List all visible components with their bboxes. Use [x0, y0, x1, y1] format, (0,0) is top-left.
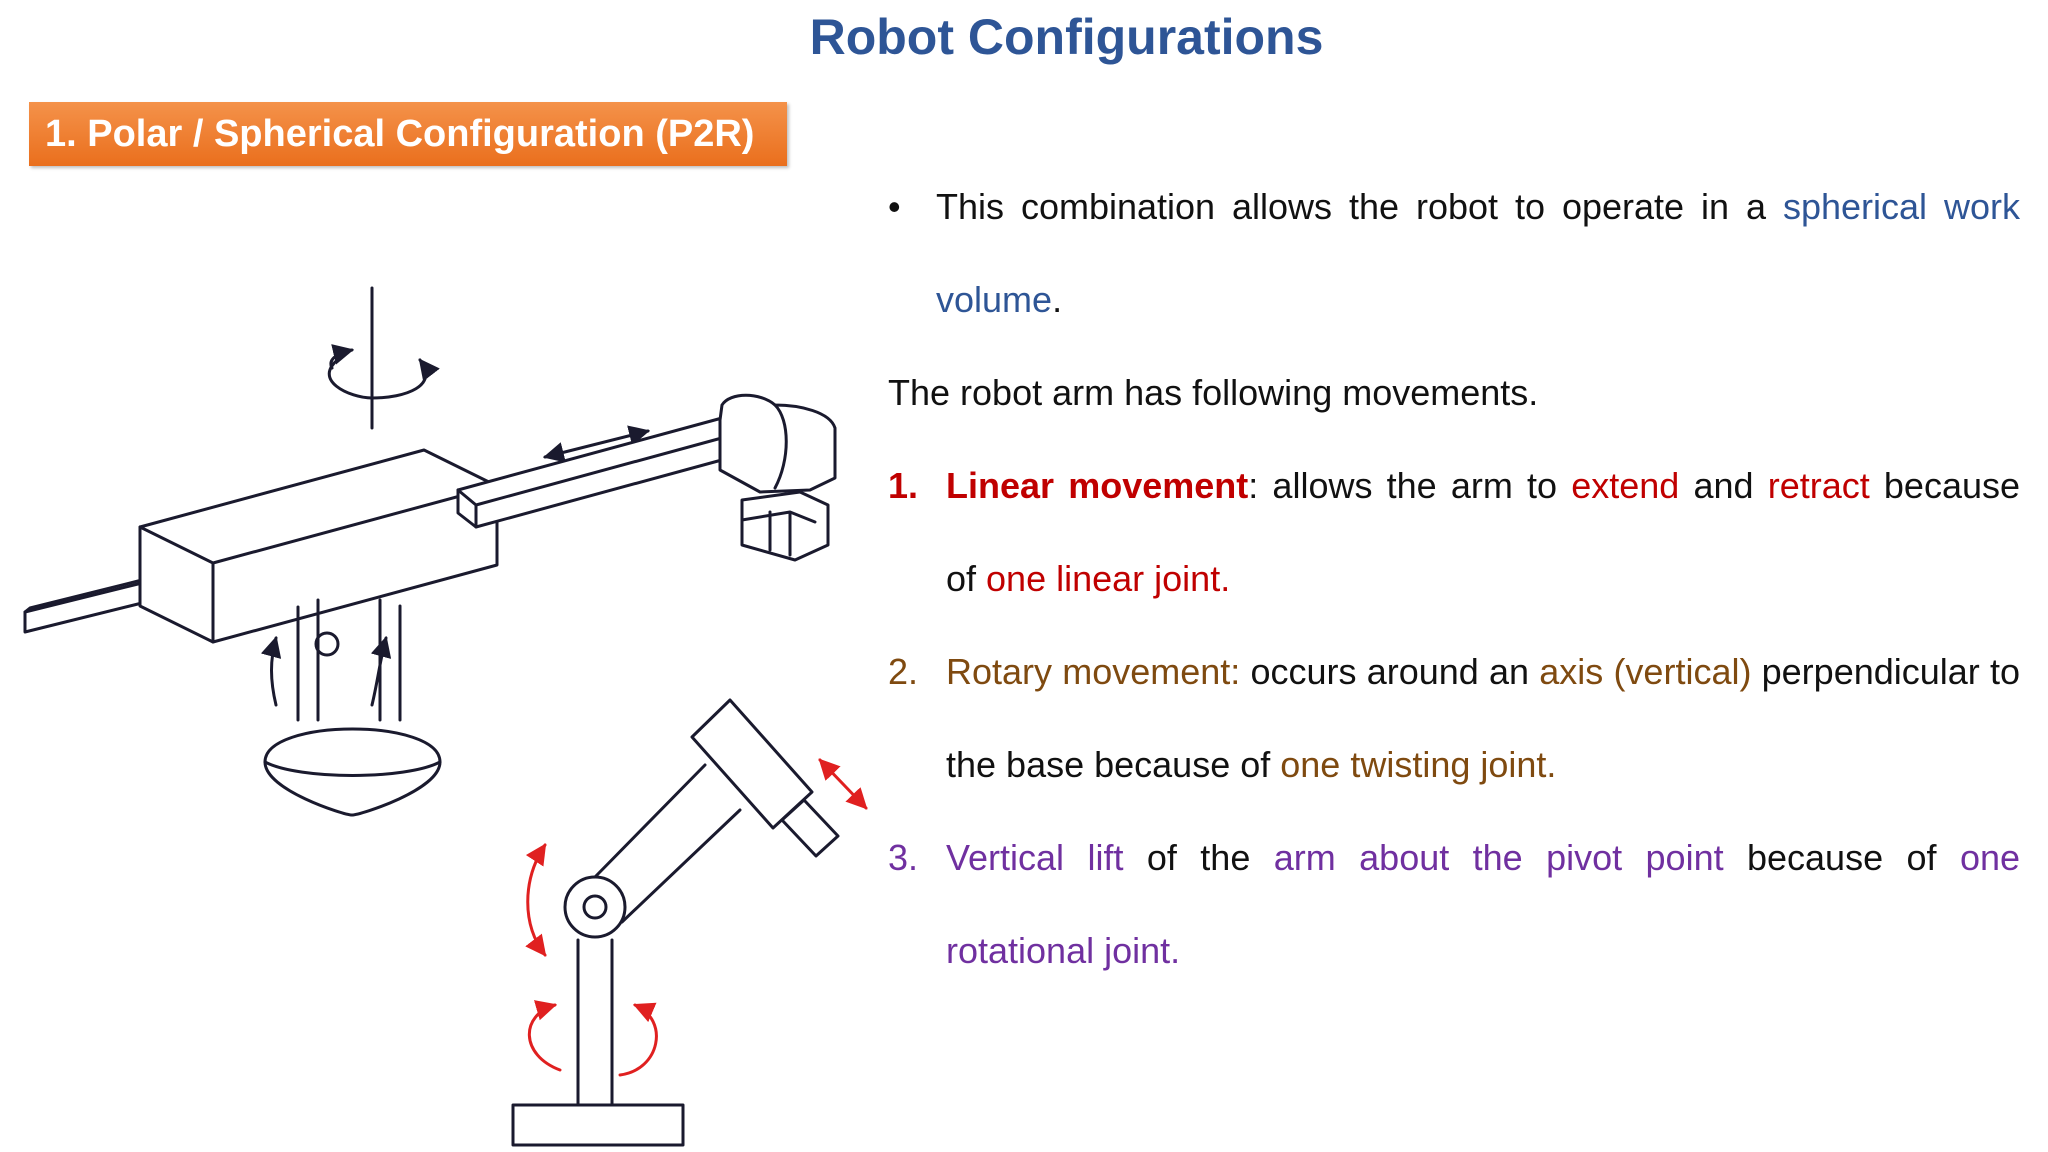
spherical-highlight: spherical work volume — [936, 186, 2020, 320]
section-banner-label: 1. Polar / Spherical Configuration (P2R) — [45, 112, 755, 155]
linear-term: Linear movement — [946, 465, 1249, 506]
content-panel: • This combination allows the robot to o… — [888, 160, 2020, 997]
list-item-vertical: 3. Vertical lift of the arm about the pi… — [888, 811, 2020, 997]
bullet-paragraph: • This combination allows the robot to o… — [888, 160, 2020, 346]
polar-robot-illustration — [23, 286, 837, 817]
extension-arrow-icon — [818, 758, 868, 810]
rotation-arrow-icon — [327, 356, 440, 400]
base-plate — [511, 1103, 685, 1147]
list-number: 2. — [888, 651, 919, 692]
list-item-linear: 1. Linear movement: allows the arm to ex… — [888, 439, 2020, 625]
bullet-text: This combination allows the robot to ope… — [936, 186, 1766, 227]
list-number: 1. — [888, 465, 919, 506]
pivot-rotation-arrow-icon — [525, 843, 547, 957]
base-rotation-arrow-icon — [618, 1002, 658, 1077]
list-item-rotary: 2. Rotary movement: occurs around an axi… — [888, 625, 2020, 811]
list-number: 3. — [888, 837, 919, 878]
base-rotation-arrow-icon — [527, 1000, 562, 1072]
intro-text: The robot arm has following movements. — [888, 372, 1539, 413]
rotary-term: Rotary movement: — [946, 651, 1241, 692]
bullet-icon: • — [888, 186, 901, 227]
vertical-term: Vertical lift — [946, 837, 1124, 878]
robot-diagram — [23, 286, 868, 1147]
slide-title: Robot Configurations — [809, 9, 1324, 65]
articulated-arm-illustration — [511, 698, 868, 1147]
linear-motion-arrow-icon — [542, 425, 651, 463]
section-banner: 1. Polar / Spherical Configuration (P2R) — [29, 102, 787, 166]
rotation-arrow-icon — [329, 344, 355, 370]
bullet-end: . — [1052, 279, 1063, 320]
